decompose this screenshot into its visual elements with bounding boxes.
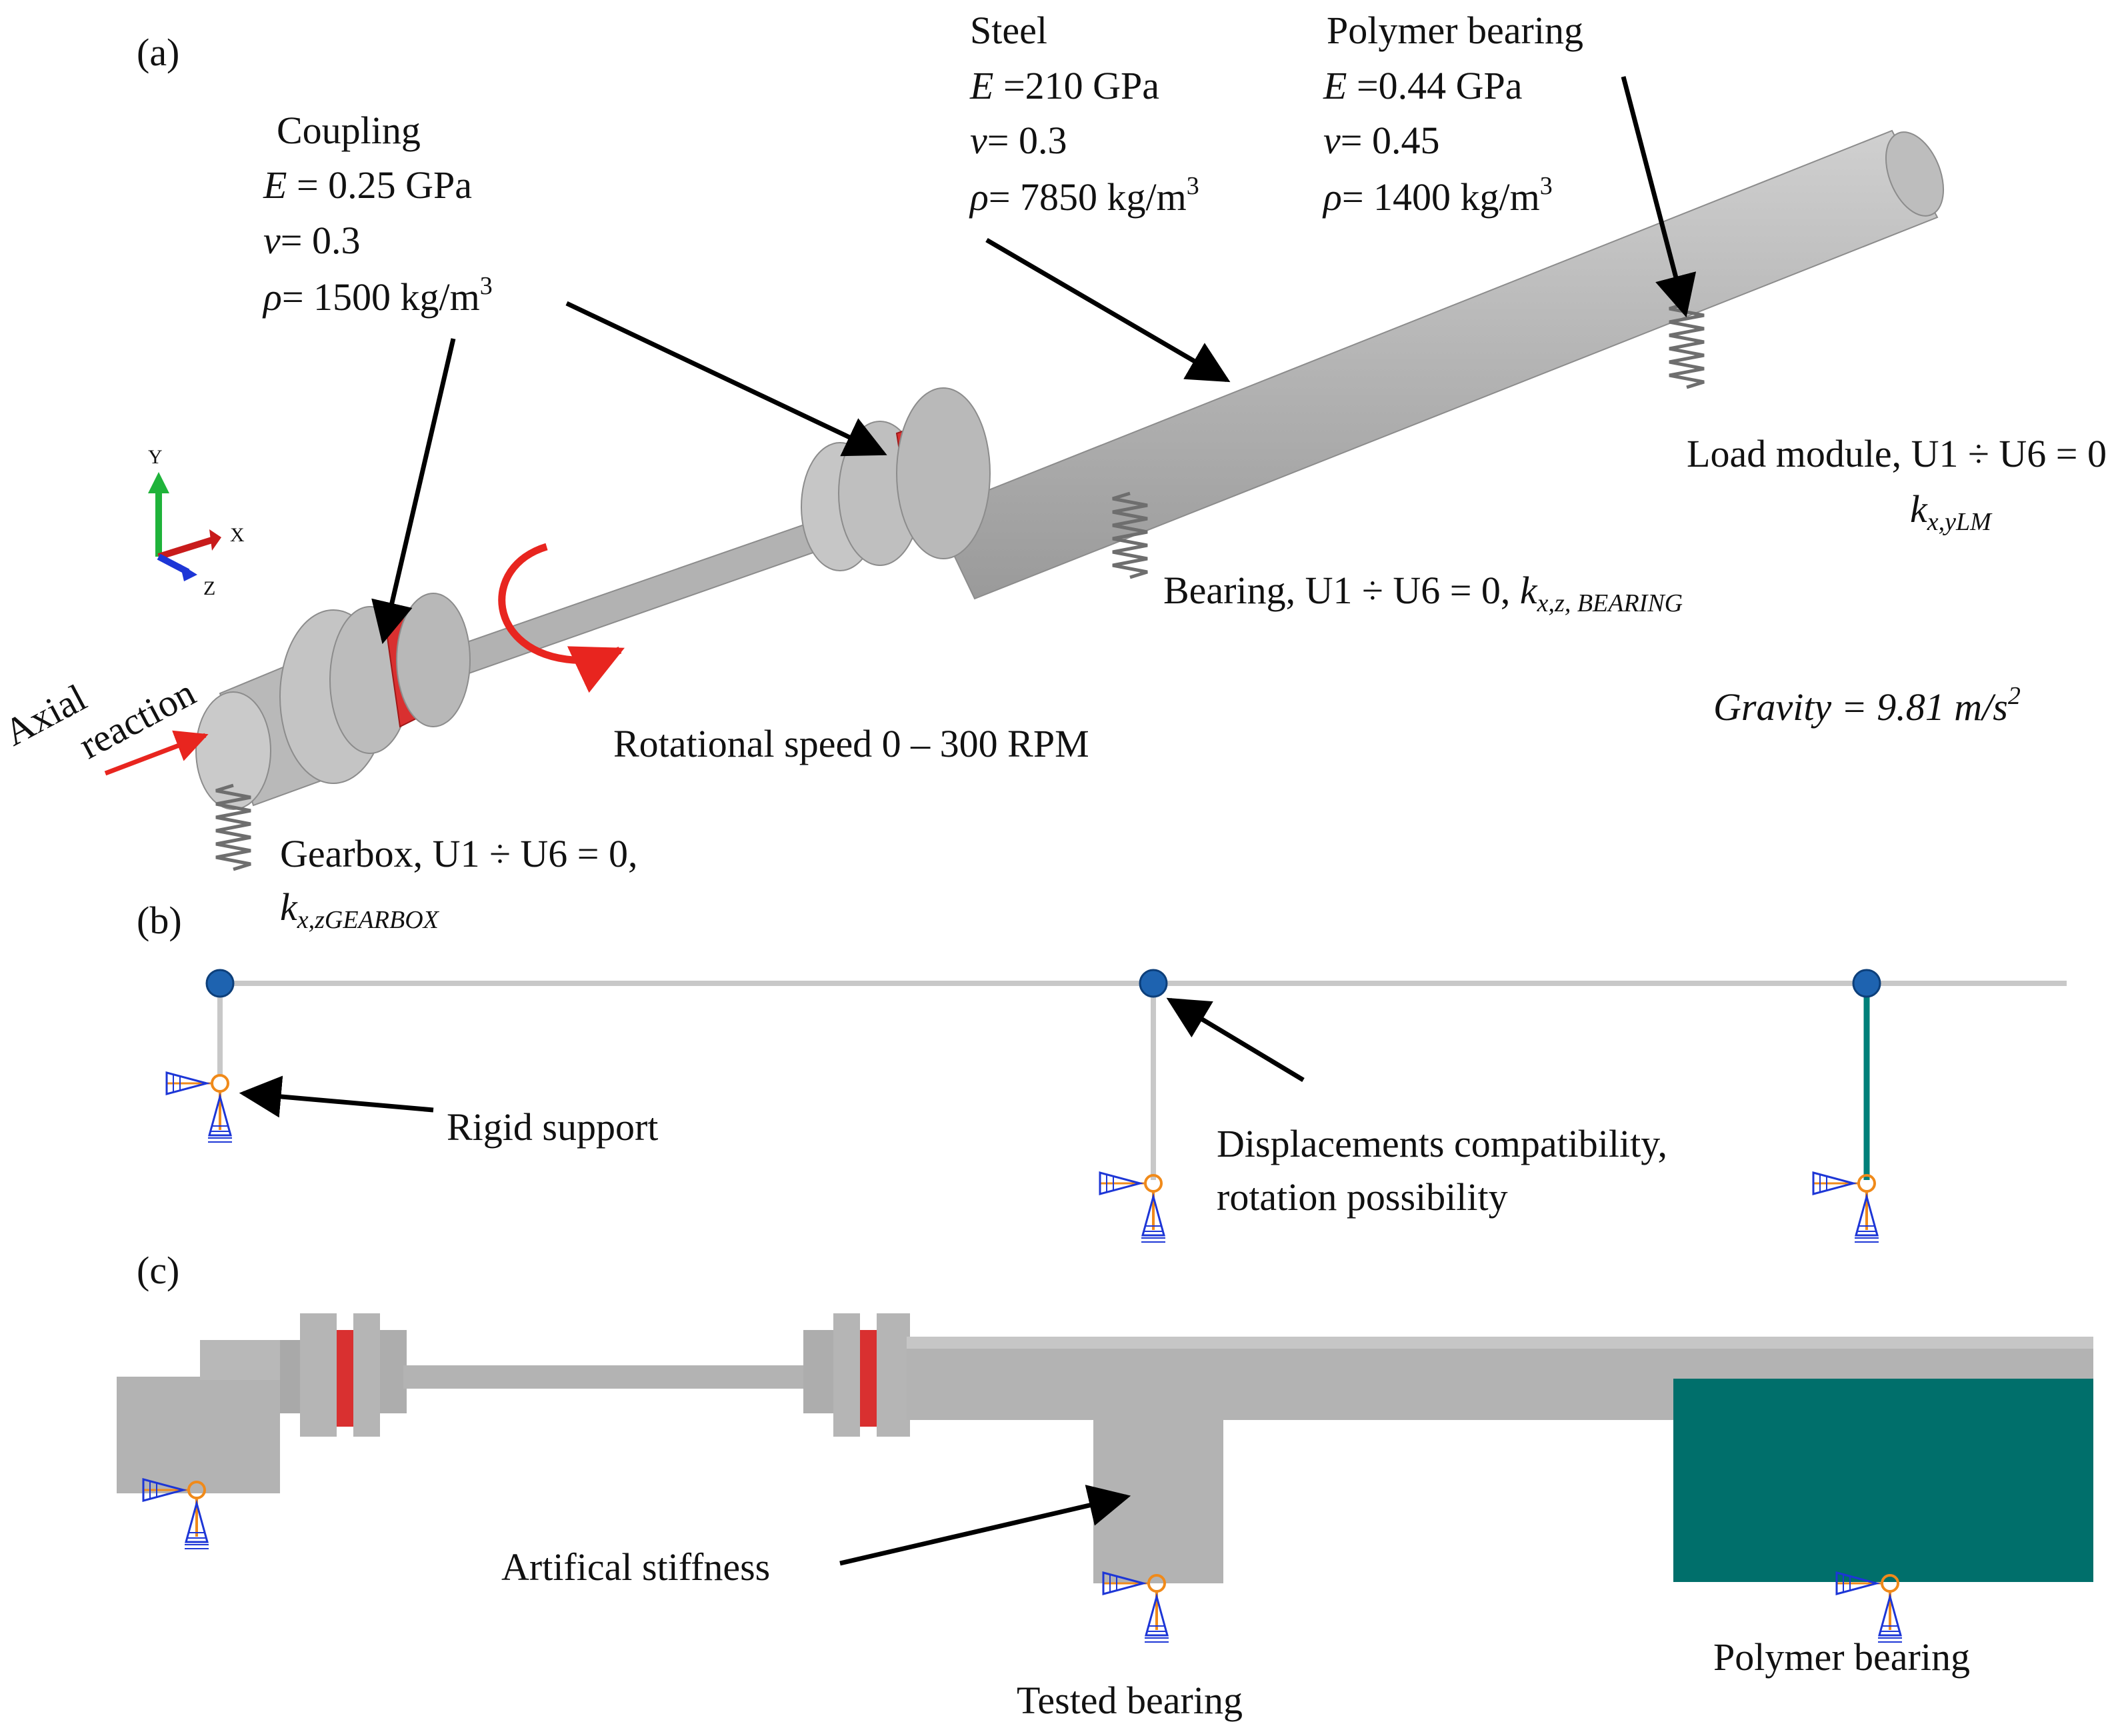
steel-shaft xyxy=(932,129,1945,600)
steel-properties: Steel E =210 GPa ν= 0.3 ρ= 7850 kg/m3 xyxy=(969,9,1199,219)
bc-right xyxy=(1812,1171,1880,1243)
panel-b-label: (b) xyxy=(137,899,182,942)
triad-y-label: Y xyxy=(148,446,163,468)
coupling-rho: ρ= 1500 kg/m3 xyxy=(262,272,493,319)
rigid-support-label: Rigid support xyxy=(447,1105,658,1149)
polymer-bearing-label-c: Polymer bearing xyxy=(1713,1635,1970,1679)
steel-e: E =210 GPa xyxy=(969,64,1159,107)
polymer-nu: ν= 0.45 xyxy=(1323,119,1439,162)
coupling-pointer-right xyxy=(565,301,887,457)
triad-z-label: Z xyxy=(203,577,215,599)
coupling-left xyxy=(279,593,471,784)
axial-reaction-label: Axial reaction xyxy=(0,671,202,767)
coupling-title: Coupling xyxy=(277,109,421,152)
artificial-stiffness-label: Artifical stiffness xyxy=(501,1545,770,1589)
polymer-pointer xyxy=(1621,76,1697,318)
beam-model xyxy=(205,969,2067,1180)
displacements-line1: Displacements compatibility, xyxy=(1217,1122,1667,1165)
polymer-title: Polymer bearing xyxy=(1327,9,1583,52)
coupling-e: E = 0.25 GPa xyxy=(263,163,472,207)
steel-nu: ν= 0.3 xyxy=(970,119,1067,162)
polymer-properties: Polymer bearing E =0.44 GPa ν= 0.45 ρ= 1… xyxy=(1322,9,1583,219)
rotational-speed-label: Rotational speed 0 – 300 RPM xyxy=(613,722,1089,765)
gravity-label: Gravity = 9.81 m/s2 xyxy=(1713,682,2021,729)
steel-title: Steel xyxy=(970,9,1047,52)
load-module-k: kx,yLM xyxy=(1910,487,1993,536)
axial-line2: reaction xyxy=(72,671,202,767)
rigid-support-pointer xyxy=(239,1075,434,1118)
steel-rho: ρ= 7850 kg/m3 xyxy=(969,172,1199,219)
node-left xyxy=(205,969,235,998)
axial-reaction-arrow xyxy=(104,730,209,776)
polymer-e: E =0.44 GPa xyxy=(1323,64,1523,107)
section-model xyxy=(117,1313,2093,1583)
tested-bearing-label: Tested bearing xyxy=(1017,1679,1243,1722)
panel-c-label: (c) xyxy=(137,1249,179,1292)
node-middle xyxy=(1139,969,1168,998)
artificial-stiffness-pointer xyxy=(839,1485,1131,1566)
coupling-nu: ν= 0.3 xyxy=(263,219,360,262)
coupling-pointer-left xyxy=(371,338,456,645)
load-module-label: Load module, U1 ÷ U6 = 0 xyxy=(1687,432,2107,475)
rotation-arrow xyxy=(498,543,625,693)
coupling-properties: Coupling E = 0.25 GPa ν= 0.3 ρ= 1500 kg/… xyxy=(262,109,493,319)
steel-pointer xyxy=(985,237,1231,383)
gearbox-k: kx,zGEARBOX xyxy=(280,885,440,934)
bc-rigid-support xyxy=(165,1071,233,1143)
coupling-right xyxy=(801,387,991,571)
bc-polymer xyxy=(1835,1571,1903,1643)
axis-triad: Y X Z xyxy=(148,446,245,599)
bc-middle xyxy=(1099,1171,1167,1243)
gearbox-label: Gearbox, U1 ÷ U6 = 0, xyxy=(280,832,638,875)
bearing-label: Bearing, U1 ÷ U6 = 0, kx,z, BEARING xyxy=(1163,569,1683,617)
panel-a-label: (a) xyxy=(137,31,179,74)
displacements-pointer xyxy=(1166,997,1305,1083)
node-right xyxy=(1852,969,1881,998)
polymer-rho: ρ= 1400 kg/m3 xyxy=(1322,172,1553,219)
triad-x-label: X xyxy=(230,524,245,546)
displacements-line2: rotation possibility xyxy=(1217,1175,1508,1219)
